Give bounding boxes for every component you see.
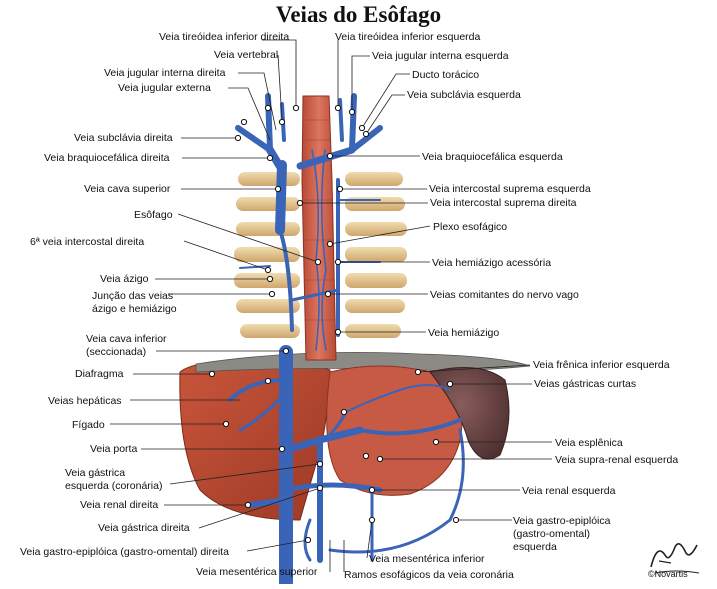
label-gastro-epiploica-esquerda-2: (gastro-omental) [513, 528, 591, 540]
label-figado: Fígado [72, 419, 105, 431]
label-gastro-epiploica-direita: Veia gastro-epiplóica (gastro-omental) d… [20, 546, 229, 558]
label-ducto-toracico: Ducto torácico [412, 69, 480, 81]
label-jugular-interna-esquerda: Veia jugular interna esquerda [372, 50, 509, 62]
label-renal-direita: Veia renal direita [80, 499, 159, 511]
label-tireoidea-inferior-direita: Veia tireóidea inferior direita [159, 31, 290, 43]
label-mesenterica-inferior: Veia mesentérica inferior [369, 553, 485, 565]
label-intercostal-suprema-esquerda: Veia intercostal suprema esquerda [429, 183, 591, 195]
label-juncao-veias-2: ázigo e hemiázigo [92, 303, 177, 315]
leader-lines [110, 39, 552, 572]
label-braquiocefalica-direita: Veia braquiocefálica direita [44, 152, 170, 164]
brand-credit: ©Novartis [648, 569, 688, 579]
label-intercostal-suprema-direita: Veia intercostal suprema direita [430, 197, 577, 209]
label-plexo-esofagico: Plexo esofágico [433, 221, 508, 233]
label-juncao-veias-1: Junção das veias [92, 290, 174, 302]
label-esofago: Esôfago [134, 209, 173, 221]
label-gastrica-esquerda-2: esquerda (coronária) [65, 480, 163, 492]
label-jugular-externa: Veia jugular externa [118, 82, 211, 94]
label-markers [208, 104, 460, 544]
label-gastrica-esquerda-1: Veia gástrica [65, 467, 126, 479]
label-veia-porta: Veia porta [90, 443, 138, 455]
label-veias-hepaticas: Veias hepáticas [48, 395, 122, 407]
label-gastro-epiploica-esquerda-3: esquerda [513, 541, 557, 553]
label-cava-superior: Veia cava superior [84, 183, 171, 195]
label-tireoidea-inferior-esquerda: Veia tireóidea inferior esquerda [335, 31, 481, 43]
label-gastrica-direita: Veia gástrica direita [98, 522, 190, 534]
label-hemiazigo-acessoria: Veia hemiázigo acessória [432, 257, 552, 269]
netter-signature-logo [650, 543, 700, 574]
label-veia-esplenica: Veia esplênica [555, 437, 623, 449]
label-comitantes-nervo-vago: Veias comitantes do nervo vago [430, 289, 579, 301]
label-gastro-epiploica-esquerda-1: Veia gastro-epiplóica [513, 515, 611, 527]
label-veia-vertebral: Veia vertebral [214, 49, 279, 61]
label-jugular-interna-direita: Veia jugular interna direita [104, 67, 226, 79]
label-subclavia-esquerda: Veia subclávia esquerda [407, 89, 521, 101]
label-mesenterica-superior: Veia mesentérica superior [196, 566, 318, 578]
label-ramos-esofagicos: Ramos esofágicos da veia coronária [344, 569, 514, 581]
label-supra-renal-esquerda: Veia supra-renal esquerda [555, 454, 679, 466]
label-renal-esquerda: Veia renal esquerda [522, 485, 616, 497]
ribs-right [345, 172, 407, 338]
label-cava-inferior-1: Veia cava inferior [86, 333, 167, 345]
label-veia-hemiazigo: Veia hemiázigo [428, 327, 500, 339]
ribs-left [234, 172, 300, 338]
label-braquiocefalica-esquerda: Veia braquiocefálica esquerda [422, 151, 563, 163]
page-title: Veias do Esôfago [275, 2, 442, 27]
label-veia-azigo: Veia ázigo [100, 273, 149, 285]
label-6a-intercostal-direita: 6ª veia intercostal direita [30, 236, 145, 248]
stomach [326, 365, 463, 496]
label-frenica-inferior-esquerda: Veia frênica inferior esquerda [533, 359, 670, 371]
label-cava-inferior-2: (seccionada) [86, 346, 147, 358]
label-gastricas-curtas: Veias gástricas curtas [534, 378, 637, 390]
label-diafragma: Diafragma [75, 368, 124, 380]
label-subclavia-direita: Veia subclávia direita [74, 132, 173, 144]
